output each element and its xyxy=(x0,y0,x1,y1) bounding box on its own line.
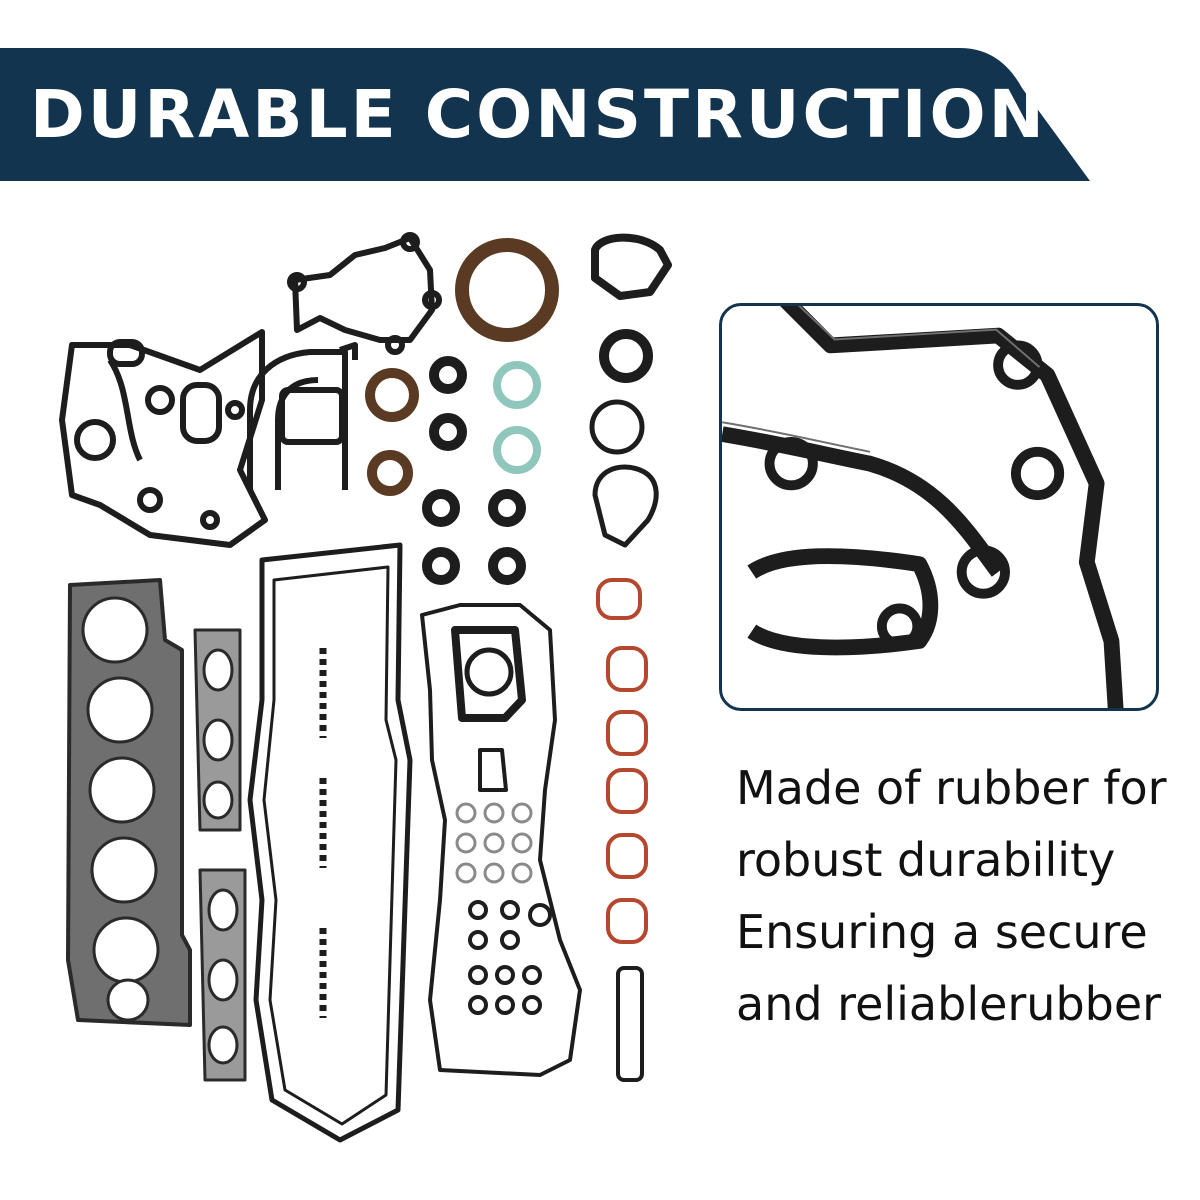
description-line-3: Ensuring a secure xyxy=(736,905,1148,959)
gasket-closeup-icon xyxy=(722,306,1124,708)
description-line-4: and reliablerubber xyxy=(736,977,1162,1031)
title-banner xyxy=(0,48,1090,181)
gasket-closeup-panel xyxy=(719,303,1159,711)
feature-description: Made of rubber for robust durability Ens… xyxy=(736,752,1186,1040)
description-line-2: robust durability xyxy=(736,833,1116,887)
banner-title: DURABLE CONSTRUCTION xyxy=(30,76,1047,153)
description-line-1: Made of rubber for xyxy=(736,761,1167,815)
